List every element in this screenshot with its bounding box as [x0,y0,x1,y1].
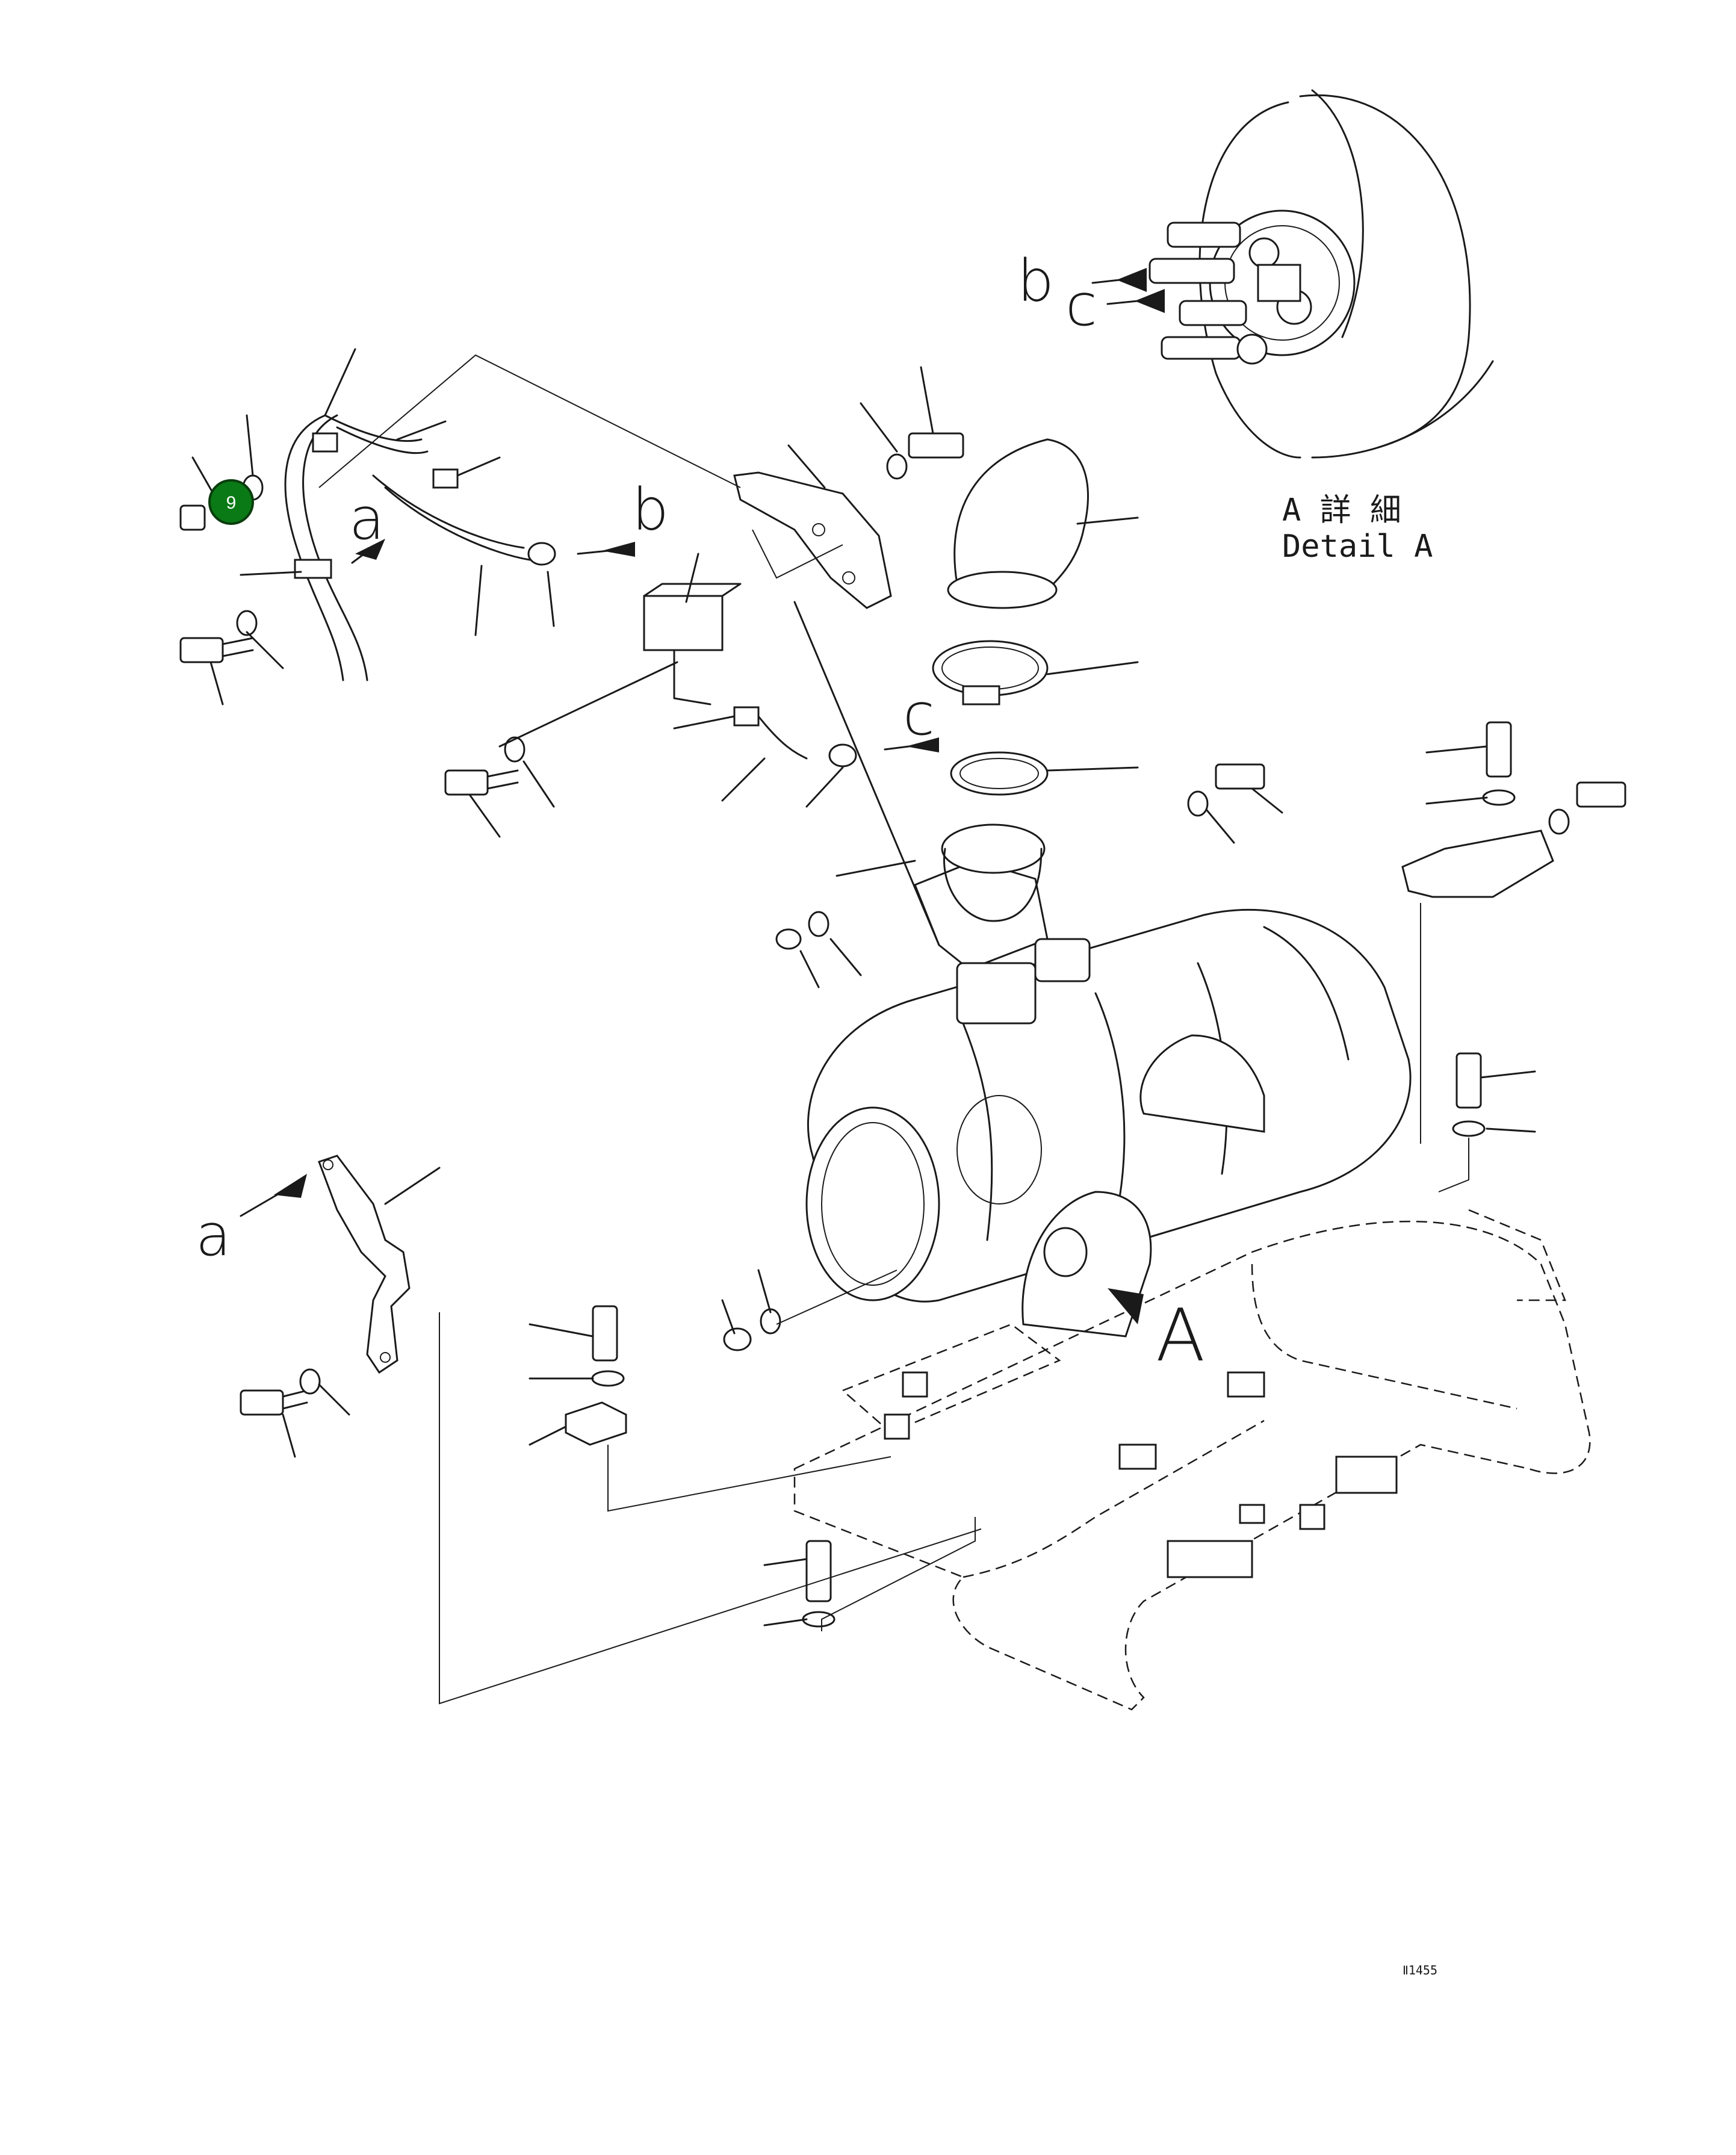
arrow-a-lower [274,1174,307,1198]
mount-hardware-center [529,1269,897,1512]
callout-9[interactable]: 9 [208,479,254,525]
detail-caption-english: Detail A [1282,529,1433,565]
view-label-a-lower: a [196,1202,231,1269]
leader-lines-center [793,516,1283,988]
bracket-upper [733,471,892,609]
view-label-b-detail: b [1017,247,1054,315]
detail-caption-japanese: A 詳 細 [1282,492,1401,529]
exhaust-elbow-stack [914,438,1089,970]
detail-marker-a: A [1156,1294,1205,1378]
callout-9-number: 9 [226,493,237,513]
machine-frame [763,1209,1591,1711]
bolts-upper-left [179,432,964,796]
aftertreatment-unit [805,908,1412,1338]
detail-a-view [1091,89,1494,459]
arrow-c [906,737,939,752]
arrow-b-upper [602,542,635,557]
view-label-c-detail: c [1065,271,1097,339]
drawing-code: Ⅱ1455 [1403,1963,1437,1977]
view-label-a-upper: a [349,485,385,553]
view-label-b-upper: b [632,476,669,544]
leader-lines-upper [191,348,934,838]
view-label-c-middle: c [903,681,935,748]
breather-piping [284,414,857,767]
callout-9-circle[interactable] [208,479,254,525]
right-side-hardware [1401,721,1626,1192]
bracket-a-lower [240,1155,982,1705]
